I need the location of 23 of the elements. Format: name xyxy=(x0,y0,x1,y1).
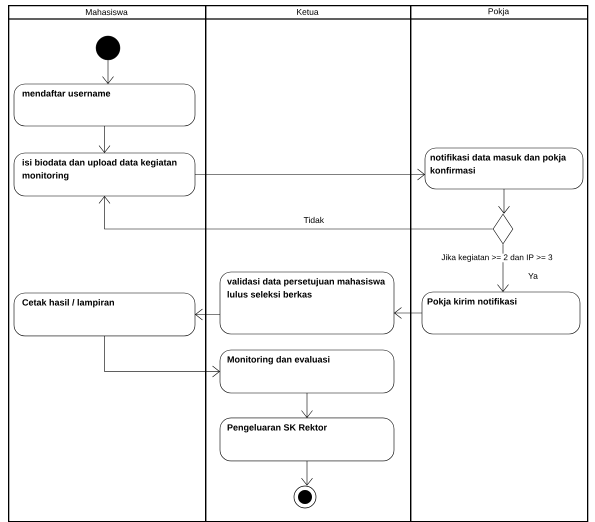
arrow xyxy=(498,188,510,214)
guard-label: Jika kegiatan >= 2 dan IP >= 3 xyxy=(440,254,554,262)
action-box: Pengeluaran SK Rektor xyxy=(220,418,394,462)
arrow xyxy=(301,460,313,486)
action-box: Cetak hasil / lampiran xyxy=(14,292,196,336)
arrow xyxy=(195,308,220,320)
arrow xyxy=(394,307,422,319)
action-box: Monitoring dan evaluasi xyxy=(220,350,394,394)
arrow xyxy=(98,126,110,153)
arrow xyxy=(104,336,220,378)
start-node xyxy=(96,36,120,60)
action-box: validasi data persetujuan mahasiswa lulus seleksi berkas xyxy=(220,272,394,334)
action-box: mendaftar username xyxy=(14,84,196,126)
action-box: notifikasi data masuk dan pokja konfirmasi xyxy=(424,148,584,190)
arrow xyxy=(98,196,493,230)
arrow xyxy=(194,168,425,180)
action-box: Pokja kirim notifikasi xyxy=(422,292,580,334)
arrow xyxy=(301,392,313,418)
end-node xyxy=(294,486,316,508)
edge-label: Ya xyxy=(527,272,539,280)
arrow xyxy=(102,60,114,84)
decision-diamond xyxy=(492,214,514,244)
action-box: isi biodata dan upload data kegiatan monitoring xyxy=(14,152,196,196)
